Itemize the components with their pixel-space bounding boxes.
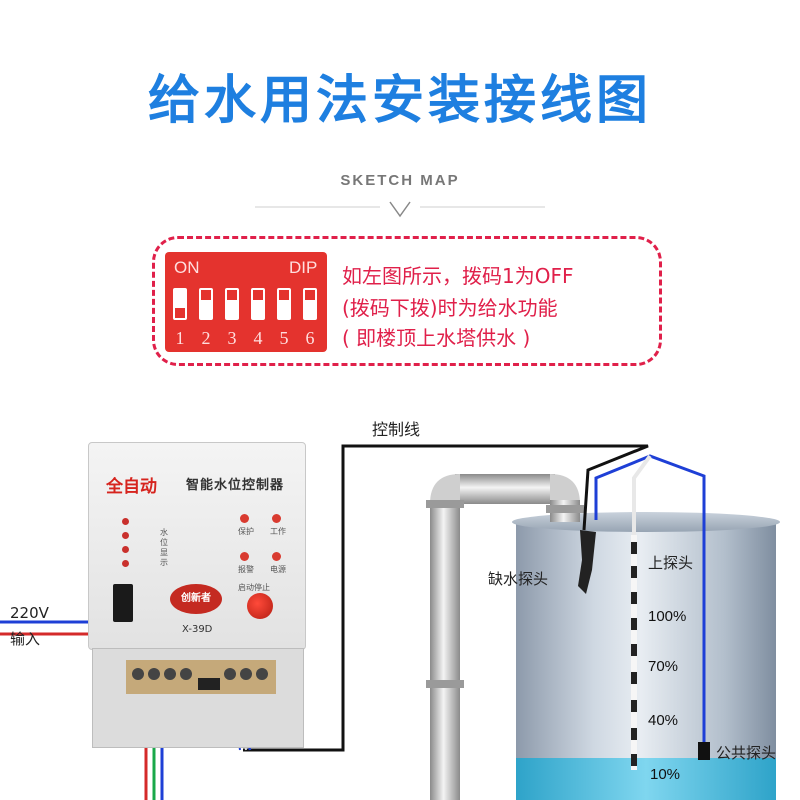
dip-number: 6	[305, 328, 315, 348]
dip-on-label: ON	[174, 258, 200, 277]
power-label: 电源	[270, 565, 286, 574]
control-wire-label: 控制线	[372, 420, 421, 439]
level-led	[122, 518, 129, 525]
mode-rocker-switch[interactable]	[113, 584, 133, 622]
protect-led	[240, 514, 249, 523]
work-label: 工作	[270, 527, 286, 536]
terminal-block	[126, 660, 276, 694]
alarm-label: 报警	[238, 565, 254, 574]
power-led	[272, 552, 281, 561]
alarm-led	[240, 552, 249, 561]
controller-name: 智能水位控制器	[186, 478, 285, 493]
level-led	[122, 546, 129, 553]
pipe-elbow-left	[430, 474, 460, 504]
dip-number: 2	[201, 328, 211, 348]
note-line-1: 如左图所示，拨码1为OFF	[342, 264, 574, 288]
input-label: 输入	[10, 630, 41, 648]
common-probe-label: 公共探头	[716, 744, 777, 762]
dip-toggle-5	[277, 288, 291, 320]
low-water-probe-label: 缺水探头	[488, 570, 549, 588]
dip-toggle-6	[303, 288, 317, 320]
dip-switch: ON DIP 1 2 3 4 5 6	[165, 252, 327, 352]
note-line-3: ( 即楼顶上水塔供水 )	[342, 326, 531, 350]
upper-probe-label: 上探头	[648, 554, 694, 572]
voltage-label: 220V	[10, 604, 49, 622]
page-title: 给水用法安装接线图	[147, 71, 652, 131]
protect-label: 保护	[238, 527, 254, 536]
supply-pipe-horizontal	[455, 474, 555, 504]
dip-toggle-3	[225, 288, 239, 320]
dip-toggle-1	[173, 288, 187, 320]
dip-number: 5	[279, 328, 289, 348]
info-callout	[152, 236, 662, 366]
dip-number: 4	[253, 328, 263, 348]
controller-brand: 全自动	[106, 477, 157, 497]
note-line-2: (拨码下拨)时为给水功能	[342, 296, 558, 320]
level-label-10: 10%	[650, 766, 681, 783]
dip-toggle-2	[199, 288, 213, 320]
work-led	[272, 514, 281, 523]
start-stop-label: 启动停止	[238, 583, 270, 592]
brand-logo: 创新者	[170, 584, 222, 614]
level-display-label: 水位显示	[160, 528, 168, 567]
level-label-100: 100%	[648, 608, 687, 625]
probe-markers	[631, 542, 637, 766]
low-water-probe	[578, 530, 596, 594]
pipe-elbow-right	[550, 474, 580, 504]
dip-number: 1	[175, 328, 185, 348]
level-led	[122, 532, 129, 539]
water-tank	[516, 520, 776, 800]
level-label-40: 40%	[648, 712, 679, 729]
level-label-70: 70%	[648, 658, 679, 675]
model-number: X-39D	[182, 624, 213, 635]
common-probe	[698, 742, 710, 760]
subtitle: SKETCH MAP	[340, 172, 460, 189]
start-stop-button[interactable]	[247, 593, 273, 619]
dip-toggle-4	[251, 288, 265, 320]
subtitle-divider	[255, 201, 545, 218]
dip-number: 3	[227, 328, 237, 348]
dip-label: DIP	[289, 258, 318, 277]
supply-pipe-vertical	[430, 500, 460, 800]
chevron-down-icon	[389, 201, 411, 218]
level-led	[122, 560, 129, 567]
tank-water	[516, 758, 776, 800]
control-wire	[243, 444, 649, 752]
